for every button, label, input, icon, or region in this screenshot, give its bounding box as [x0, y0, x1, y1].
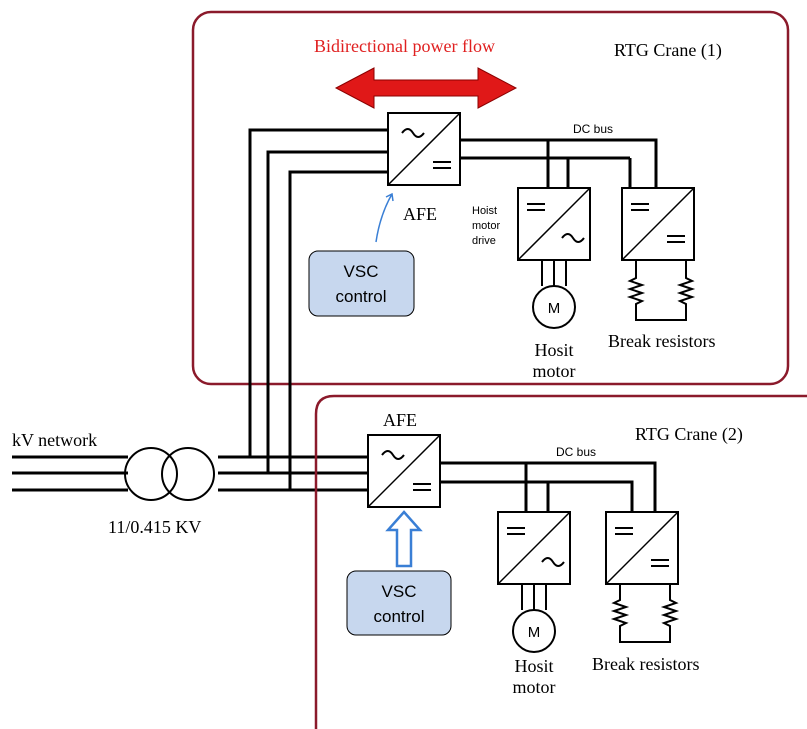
crane2-brake-chopper-block: [605, 511, 679, 585]
crane1-resistors-label: Break resistors: [608, 331, 715, 351]
crane2-vsc-control-label: VSC control: [373, 582, 424, 626]
ac-feeder-lines: [12, 128, 388, 492]
crane2-hoist-drive-block: [497, 511, 571, 585]
transformer-label: 11/0.415 KV: [108, 517, 201, 537]
crane2-dc-bus: [440, 461, 657, 512]
svg-text:motor: motor: [533, 361, 576, 381]
crane1-afe-block: [387, 112, 461, 186]
crane2-motor-leads: [521, 584, 547, 610]
svg-text:drive: drive: [472, 235, 496, 247]
svg-text:VSC: VSC: [382, 582, 417, 601]
svg-text:control: control: [373, 607, 424, 626]
crane1-motor-symbol: M: [548, 300, 561, 317]
svg-text:motor: motor: [513, 677, 556, 697]
svg-text:Hosit: Hosit: [534, 340, 573, 360]
crane2-frame: [314, 394, 807, 729]
crane1-motor-label: Hosit motor: [533, 340, 576, 381]
crane1-brake-chopper-block: [621, 187, 695, 261]
transformer-icon: [124, 447, 215, 501]
crane2-afe-label: AFE: [383, 410, 417, 430]
crane2-motor-symbol: M: [528, 624, 541, 641]
svg-text:VSC: VSC: [344, 262, 379, 281]
svg-text:motor: motor: [472, 220, 500, 232]
crane1-hoist-drive-block: [517, 187, 591, 261]
crane2-resistors-label: Break resistors: [592, 654, 699, 674]
crane2-vsc-control-box: [346, 570, 452, 636]
crane2-vsc-arrow-icon: [385, 510, 423, 568]
crane2-title: RTG Crane (2): [635, 424, 743, 445]
crane1-drive-label: Hoist motor drive: [472, 205, 500, 247]
network-label: kV network: [12, 430, 97, 450]
crane1-vsc-control-label: VSC control: [335, 262, 386, 306]
crane1-motor-leads: [541, 260, 567, 286]
svg-text:Hoist: Hoist: [472, 205, 497, 217]
crane1-dc-bus: [460, 138, 658, 188]
crane2-motor-label: Hosit motor: [513, 656, 556, 697]
crane2-dc-bus-label: DC bus: [556, 445, 596, 459]
power-flow-label: Bidirectional power flow: [314, 36, 495, 56]
crane1-frame: [191, 10, 790, 386]
crane1-motor-icon: [532, 285, 576, 329]
crane1-dc-bus-label: DC bus: [573, 122, 613, 136]
svg-text:Hosit: Hosit: [514, 656, 553, 676]
crane1-afe-label: AFE: [403, 204, 437, 224]
svg-text:control: control: [335, 287, 386, 306]
bidirectional-arrow-icon: [334, 67, 518, 109]
crane1-brake-resistors-icon: [626, 260, 696, 321]
crane1-vsc-control-box: [308, 250, 415, 317]
crane2-afe-block: [367, 434, 441, 508]
crane2-motor-icon: [512, 609, 556, 653]
crane1-title: RTG Crane (1): [614, 40, 722, 61]
crane1-vsc-arrow-icon: [375, 192, 394, 243]
crane2-brake-resistors-icon: [610, 584, 680, 643]
